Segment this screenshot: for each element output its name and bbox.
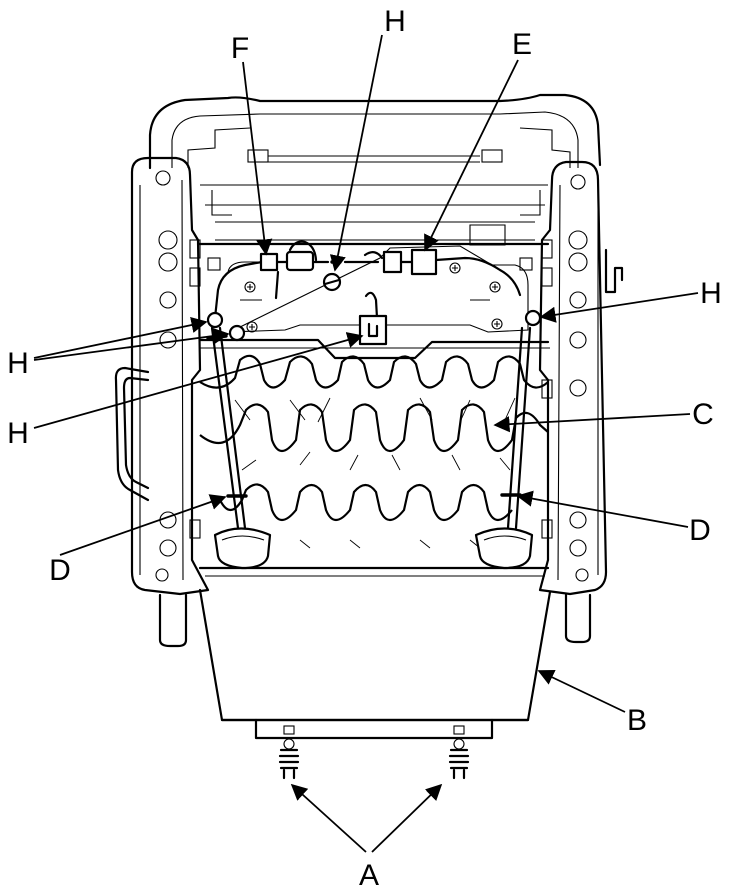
connector-small bbox=[285, 250, 315, 272]
seat-back-springs bbox=[199, 354, 549, 551]
clips-a bbox=[278, 738, 470, 780]
label-h-right: H bbox=[700, 277, 722, 310]
clip-h-right bbox=[524, 309, 542, 327]
retaining-wires bbox=[206, 326, 534, 570]
label-f: F bbox=[231, 32, 249, 65]
wiring-harness bbox=[213, 240, 522, 346]
label-h-left-lower: H bbox=[7, 417, 29, 450]
label-d-right: D bbox=[689, 514, 711, 547]
label-h-left-upper: H bbox=[7, 347, 29, 380]
connector-f bbox=[259, 252, 279, 272]
connector-e bbox=[410, 248, 438, 276]
callout-labels: A B C D D E F H H H H bbox=[7, 5, 722, 892]
connector-mid bbox=[382, 250, 403, 274]
label-d-left: D bbox=[49, 554, 71, 587]
bushing-right bbox=[474, 527, 534, 570]
right-side-frame bbox=[538, 160, 624, 644]
back-panel bbox=[198, 588, 552, 740]
label-c: C bbox=[692, 398, 714, 431]
left-side-frame bbox=[114, 156, 210, 648]
seat-back-top-cover bbox=[148, 93, 602, 246]
label-b: B bbox=[627, 704, 647, 737]
clip-h-left-upper bbox=[206, 311, 224, 329]
leader-lines bbox=[33, 34, 699, 853]
label-h-top: H bbox=[384, 5, 406, 38]
label-a: A bbox=[359, 859, 379, 892]
bushing-left bbox=[213, 527, 272, 570]
connector-lower bbox=[358, 314, 388, 346]
label-e: E bbox=[512, 28, 532, 61]
clip-h-left-lower bbox=[228, 324, 246, 342]
